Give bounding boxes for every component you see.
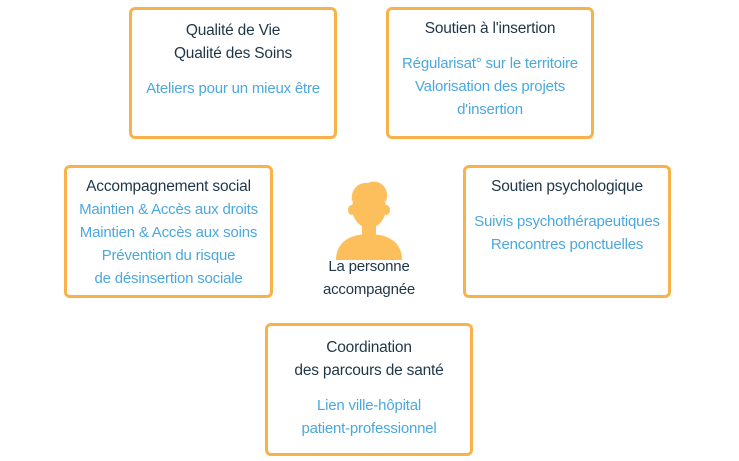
card-item: Maintien & Accès aux droits: [79, 201, 258, 218]
card-item: Prévention du risque: [101, 247, 236, 264]
card-item: Ateliers pour un mieux être: [146, 80, 320, 97]
card-title: Soutien psychologique: [491, 178, 643, 195]
card-soutien-insertion: Soutien à l'insertion Régularisat° sur l…: [386, 7, 594, 139]
card-item: Suivis psychothérapeutiques: [474, 213, 660, 230]
card-title-line: Coordination: [326, 339, 412, 356]
person-label-line: accompagnée: [322, 281, 416, 298]
person-icon: [336, 181, 402, 260]
card-item: d'insertion: [457, 101, 523, 118]
person-label: La personne accompagnée: [296, 255, 442, 301]
person-icon-shape: [336, 181, 402, 260]
card-item: patient-professionnel: [301, 420, 437, 437]
card-item: Lien ville-hôpital: [317, 397, 421, 414]
card-title-line: Qualité des Soins: [173, 45, 293, 62]
card-item: Maintien & Accès aux soins: [79, 224, 258, 241]
card-title-line: Qualité de Vie: [185, 22, 281, 39]
card-item: Régularisat° sur le territoire: [402, 55, 578, 72]
card-title-line: des parcours de santé: [294, 362, 444, 379]
card-accompagnement-social: Accompagnement social Maintien & Accès a…: [64, 165, 273, 298]
card-title: Accompagnement social: [86, 178, 251, 195]
card-qualite-de-vie: Qualité de Vie Qualité des Soins Atelier…: [129, 7, 337, 139]
card-soutien-psychologique: Soutien psychologique Suivis psychothéra…: [463, 165, 671, 298]
card-item: Valorisation des projets: [414, 78, 565, 95]
person-label-line: La personne: [328, 258, 410, 275]
card-coordination: Coordination des parcours de santé Lien …: [265, 323, 473, 456]
card-title: Soutien à l'insertion: [424, 20, 556, 37]
card-item: de désinsertion sociale: [94, 270, 243, 287]
card-item: Rencontres ponctuelles: [490, 236, 644, 253]
